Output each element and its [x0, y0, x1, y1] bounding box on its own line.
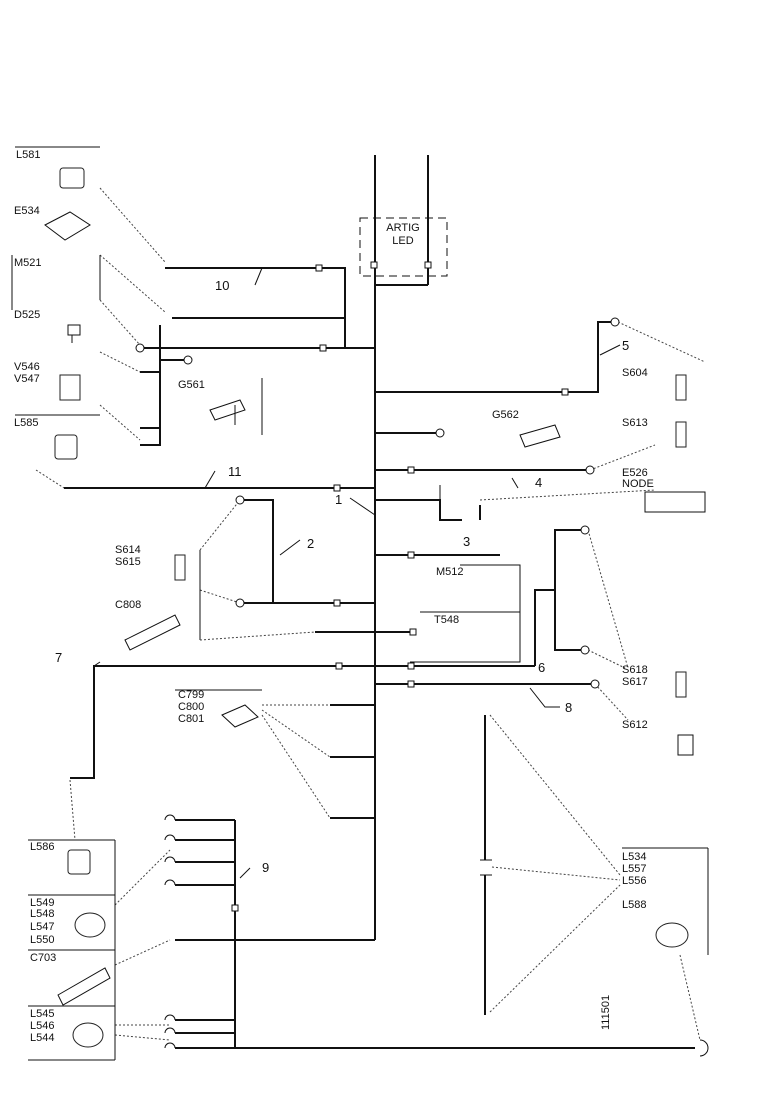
label-s612: S612	[622, 719, 648, 731]
branch-2	[199, 499, 375, 641]
s612-switch-icon	[677, 734, 694, 756]
label-c808: C808	[115, 599, 142, 611]
right-lamp-branch	[480, 714, 709, 1041]
branch-7	[70, 661, 375, 779]
left-leaders	[11, 146, 166, 489]
g561-sensor-icon	[209, 399, 246, 425]
label-c801: C801	[178, 713, 205, 725]
label-l546: L546	[30, 1020, 55, 1032]
e534-module-icon	[44, 211, 91, 241]
led-label: LED	[392, 235, 414, 247]
branch-1-leader	[349, 497, 376, 516]
main-trunk	[374, 155, 429, 940]
node-connector-icon	[644, 491, 706, 513]
l588-bulb-icon	[655, 922, 689, 948]
label-l581: L581	[16, 149, 41, 161]
label-v547: V547	[14, 373, 40, 385]
label-l586: L586	[30, 841, 55, 853]
label-c799: C799	[178, 689, 205, 701]
label-node: NODE	[622, 478, 654, 490]
number-9: 9	[262, 860, 270, 875]
label-l549: L549	[30, 897, 55, 909]
label-g562: G562	[492, 409, 519, 421]
v546-valve-icon	[59, 374, 81, 401]
l545-bulb-icon	[72, 1022, 104, 1048]
c703-fuse-icon	[57, 967, 111, 1006]
branch-3	[375, 551, 521, 663]
number-5: 5	[622, 338, 630, 353]
branch-8	[375, 680, 629, 721]
artig-led-box	[359, 217, 448, 277]
label-l557: L557	[622, 863, 647, 875]
number-1: 1	[335, 492, 343, 507]
s614-switch-icon	[174, 554, 186, 581]
terminal-symbols	[135, 317, 709, 1057]
number-3: 3	[463, 534, 471, 549]
label-l556: L556	[622, 875, 647, 887]
label-s617: S617	[622, 676, 648, 688]
figure-id: 111501	[600, 994, 612, 1030]
branch-5	[375, 321, 706, 396]
number-6: 6	[538, 660, 546, 675]
s613-switch-icon	[675, 421, 687, 448]
g562-branch	[375, 432, 440, 434]
label-s614: S614	[115, 544, 141, 556]
number-10: 10	[215, 278, 230, 293]
c799-branches	[175, 689, 375, 819]
label-s604: S604	[622, 367, 648, 379]
number-4: 4	[535, 475, 543, 490]
label-g561: G561	[178, 379, 205, 391]
artig-label: ARTIG	[386, 222, 420, 234]
label-l544: L544	[30, 1032, 55, 1044]
number-11: 11	[228, 464, 242, 479]
label-l534: L534	[622, 851, 647, 863]
left-group-connectors	[140, 325, 188, 446]
label-l545: L545	[30, 1008, 55, 1020]
l586-lamp-icon	[67, 849, 91, 875]
label-s618: S618	[622, 664, 648, 676]
number-8: 8	[565, 700, 573, 715]
number-7: 7	[55, 650, 63, 665]
t548-branch	[375, 628, 417, 636]
g562-sensor-icon	[519, 424, 561, 448]
l581-lamp-icon	[59, 167, 85, 189]
component-icons	[44, 167, 706, 1048]
l585-lamp-icon	[54, 434, 78, 460]
label-l547: L547	[30, 921, 55, 933]
s604-switch-icon	[675, 374, 687, 401]
branch-6	[375, 529, 629, 670]
relay-symbol	[375, 485, 481, 521]
branch-4	[375, 444, 656, 501]
label-s615: S615	[115, 556, 141, 568]
c799-connector-icon	[221, 704, 259, 728]
artig-led-label: ARTIG LED	[368, 222, 438, 248]
d525-sensor-icon	[67, 324, 81, 343]
label-v546: V546	[14, 361, 40, 373]
label-s613: S613	[622, 417, 648, 429]
label-c800: C800	[178, 701, 205, 713]
label-e526: E526	[622, 467, 648, 479]
branch-10	[140, 264, 375, 352]
number-2: 2	[307, 536, 315, 551]
label-l588: L588	[622, 899, 647, 911]
label-l548: L548	[30, 908, 55, 920]
branch-9	[28, 779, 695, 1061]
label-e534: E534	[14, 205, 40, 217]
label-l585: L585	[14, 417, 39, 429]
label-m521: M521	[14, 257, 42, 269]
branch-11	[64, 470, 375, 492]
c808-fuse-icon	[124, 614, 181, 651]
label-d525: D525	[14, 309, 41, 321]
label-m512: M512	[436, 566, 464, 578]
l549-bulb-icon	[74, 912, 106, 938]
label-c703: C703	[30, 952, 57, 964]
s617-switch-icon	[675, 671, 687, 698]
label-t548: T548	[434, 614, 460, 626]
label-l550: L550	[30, 934, 55, 946]
